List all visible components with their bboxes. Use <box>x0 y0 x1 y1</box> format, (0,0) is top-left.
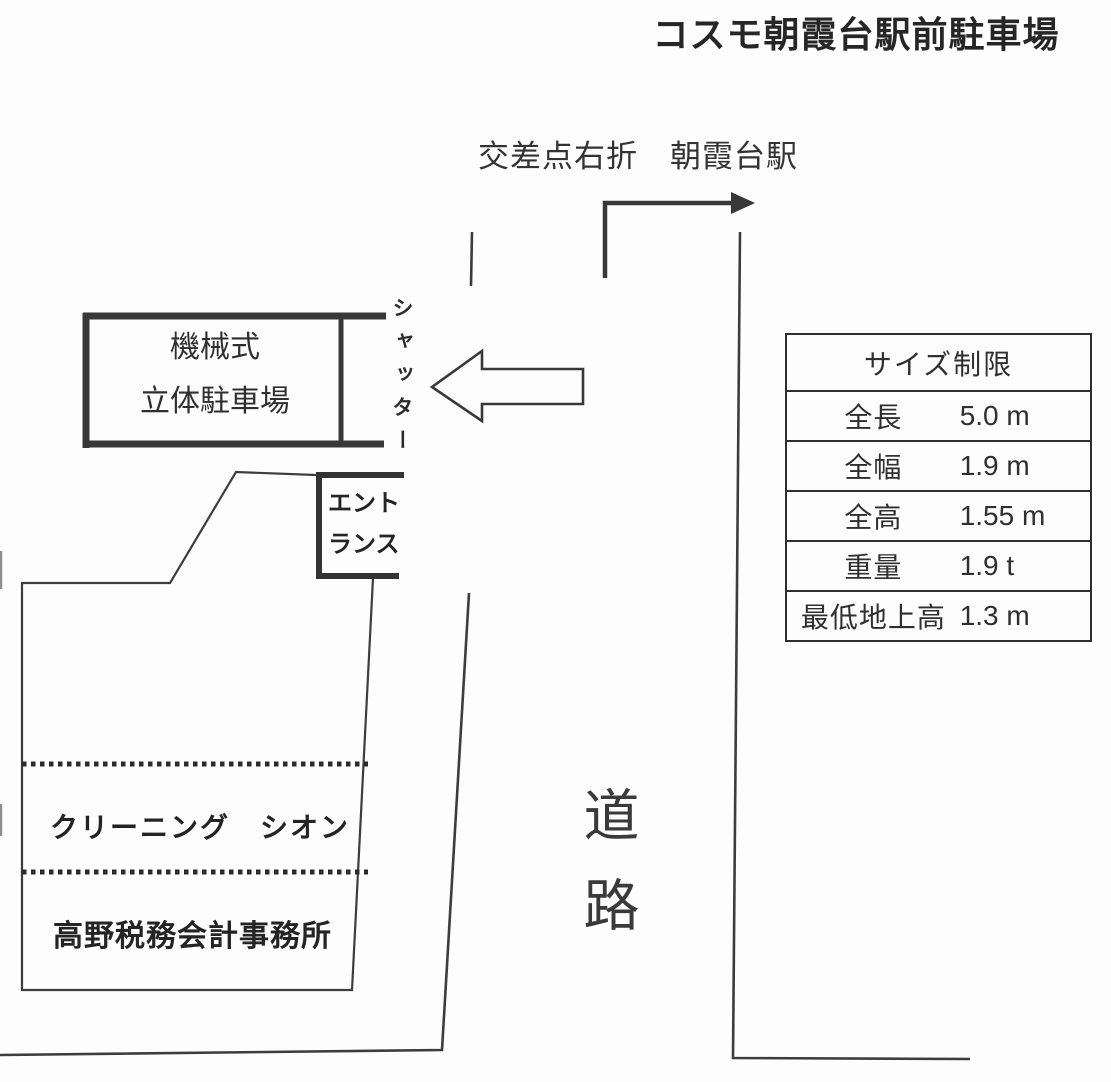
turn-route-line <box>602 200 733 278</box>
entrance-line1: エント <box>328 490 400 517</box>
table-row: 全幅 1.9 m <box>787 440 1090 490</box>
row-value: 5.0 m <box>959 400 1030 431</box>
page-title: コスモ朝霞台駅前駐車場 <box>652 14 1060 55</box>
row-value: 1.55 m <box>959 500 1046 531</box>
row-label: 全高 <box>844 502 903 533</box>
road-edge-right <box>731 231 971 1061</box>
row-value: 1.9 t <box>959 550 1015 581</box>
direction-note: 交差点右折 朝霞台駅 <box>478 139 798 174</box>
table-row: 重量 1.9 t <box>787 540 1090 590</box>
turn-route-arrowhead-icon <box>731 192 755 214</box>
size-limit-table: サイズ制限 全長 5.0 m 全幅 1.9 m 全高 1.55 m 重量 1.9… <box>785 333 1092 642</box>
row-value: 1.9 m <box>959 450 1030 481</box>
row-label: 全長 <box>844 402 903 433</box>
road-edge-lower-left <box>0 592 471 1057</box>
tenant-cleaning-label: クリーニング シオン <box>50 812 351 843</box>
shutter-label: シャッター <box>390 297 413 462</box>
mechanical-parking-line2: 立体駐車場 <box>140 385 290 418</box>
mechanical-parking-line1: 機械式 <box>170 331 260 364</box>
row-label: 重量 <box>844 552 903 583</box>
building-outline <box>20 470 375 992</box>
entrance-label: エント ランス <box>328 483 402 565</box>
table-row: 全長 5.0 m <box>787 390 1090 440</box>
road-edge-upper-left <box>469 231 474 287</box>
road-label: 道路 <box>576 786 639 966</box>
size-limit-table-header: サイズ制限 <box>863 348 1014 380</box>
table-row: 最低地上高 1.3 m <box>787 590 1090 640</box>
row-value: 1.3 m <box>959 600 1030 631</box>
entry-arrow-icon <box>429 348 585 424</box>
row-label: 全幅 <box>844 452 903 483</box>
row-label: 最低地上高 <box>800 602 946 633</box>
tenant-tax-office-label: 高野税務会計事務所 <box>53 920 332 953</box>
entrance-line2: ランス <box>328 531 400 558</box>
table-row: 全高 1.55 m <box>787 490 1090 540</box>
mechanical-parking-label: 機械式 立体駐車場 <box>92 321 338 429</box>
